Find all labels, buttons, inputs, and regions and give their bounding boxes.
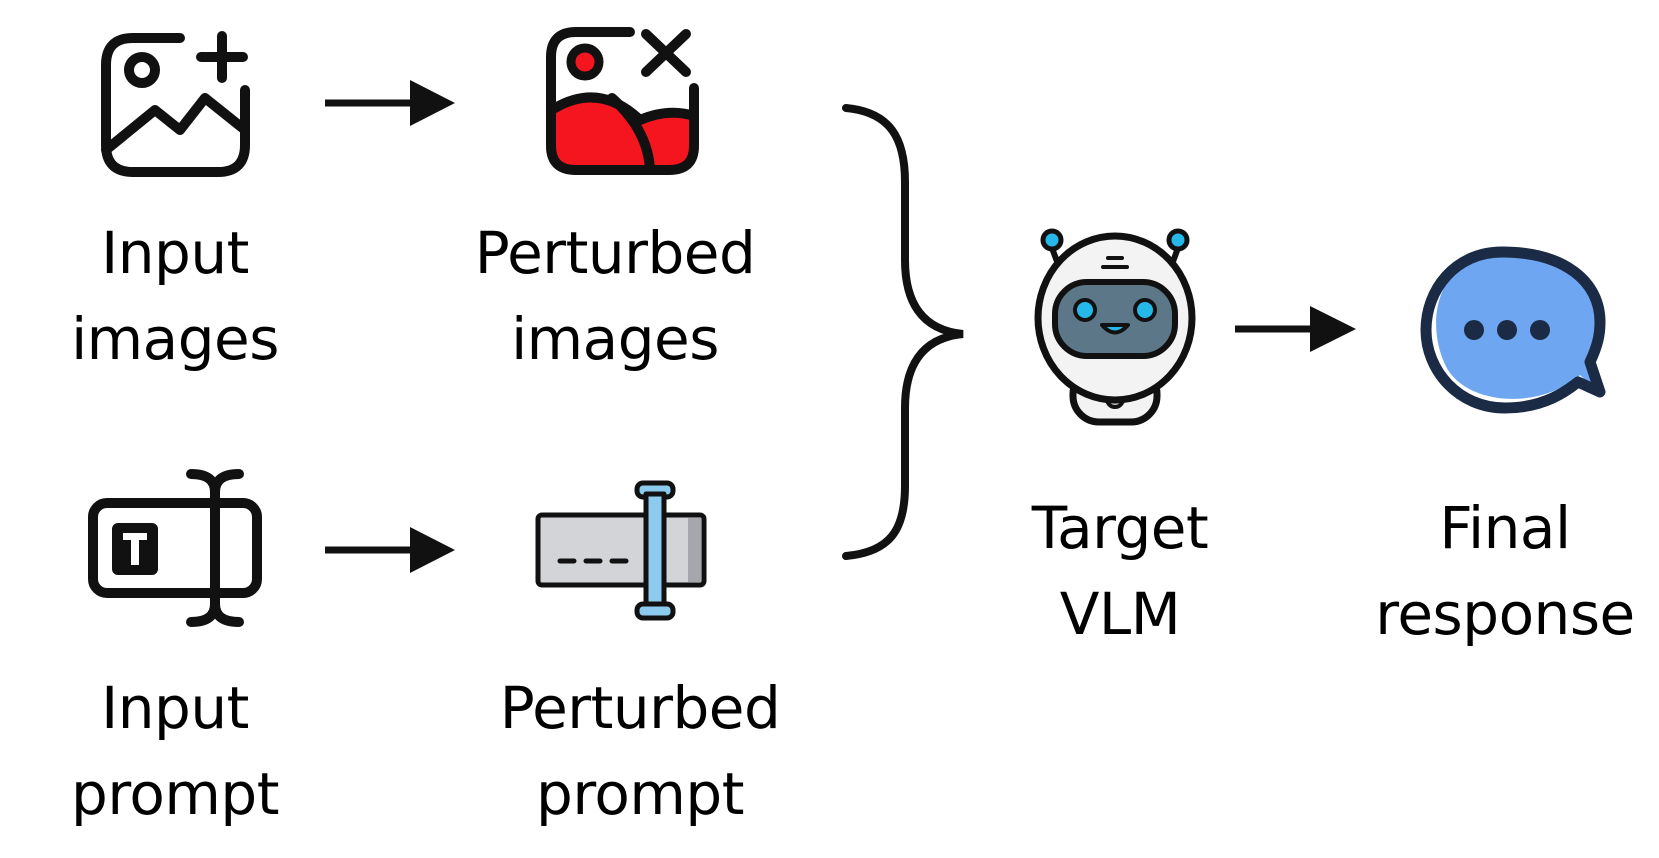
- broken-image-icon: [546, 27, 699, 175]
- label-input-images: Input images: [71, 219, 279, 373]
- add-image-icon: [101, 31, 250, 177]
- label-perturbed-images: Perturbed images: [474, 219, 756, 373]
- label-perturbed-prompt: Perturbed prompt: [499, 674, 781, 828]
- text-cursor-field-icon: [535, 480, 707, 621]
- text-box-icon: [88, 469, 262, 627]
- merge-brace: [842, 104, 964, 560]
- label-input-prompt: Input prompt: [71, 674, 279, 828]
- robot-icon: [1034, 228, 1196, 426]
- label-final-response: Final response: [1375, 494, 1635, 648]
- arrow-response: [1235, 306, 1356, 352]
- arrow-images: [325, 80, 455, 126]
- arrow-prompt: [325, 527, 455, 573]
- label-target-vlm: Target VLM: [1031, 494, 1209, 648]
- chat-bubble-icon: [1420, 246, 1606, 414]
